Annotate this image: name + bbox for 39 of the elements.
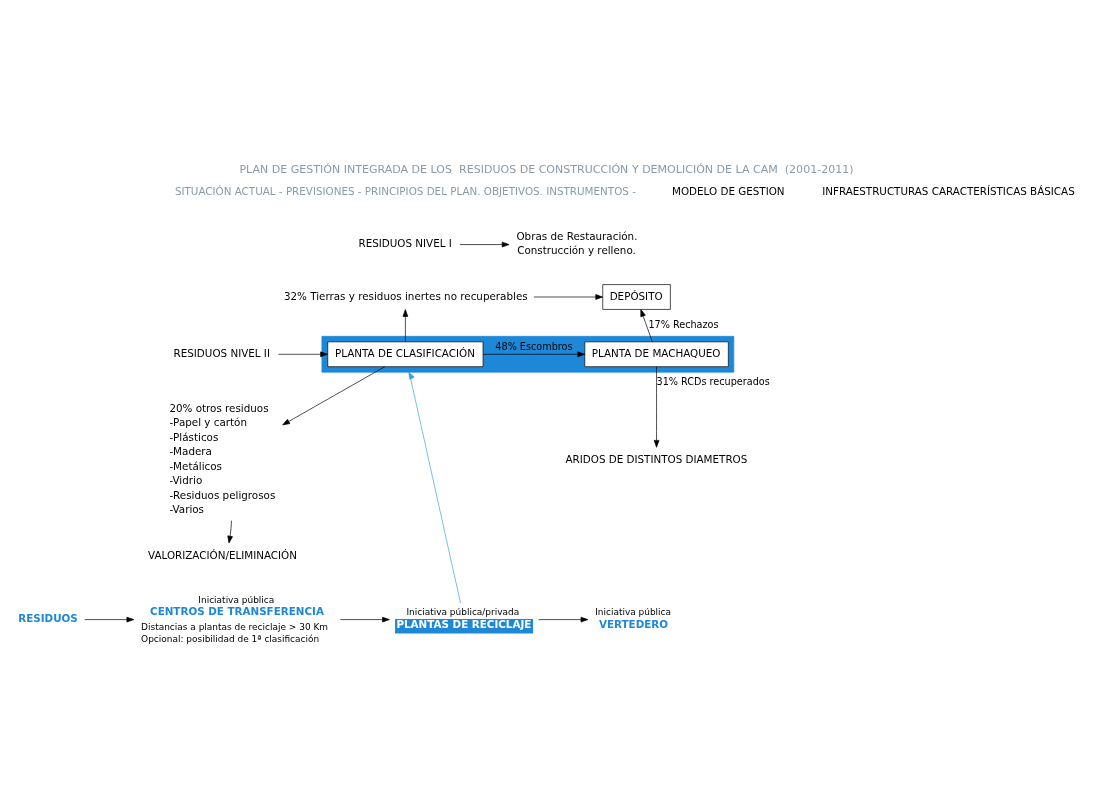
arrow bbox=[640, 309, 653, 343]
arrow bbox=[538, 616, 589, 623]
edge-label: 48% Escombros bbox=[495, 340, 573, 352]
node-text: ARIDOS DE DISTINTOS DIAMETROS bbox=[565, 452, 748, 465]
node-text: 20% otros residuos -Papel y cartón -Plásticos -Madera -Metálicos -Vidrio -Residuos peligrosos -Varios bbox=[169, 401, 276, 515]
label: MODELO DE GESTION bbox=[672, 184, 785, 197]
arrow bbox=[340, 616, 390, 623]
edge-label: 17% Rechazos bbox=[648, 319, 719, 331]
arrow bbox=[278, 351, 328, 358]
arrow bbox=[533, 294, 603, 300]
label: SITUACIÓN ACTUAL - PREVISIONES - PRINCIPIOS DEL PLAN. OBJETIVOS. INSTRUMENTOS - bbox=[174, 184, 636, 197]
node-text: RESIDUOS NIVEL II bbox=[173, 347, 270, 360]
label: INFRAESTRUCTURAS CARACTERÍSTICAS BÁSICAS bbox=[822, 184, 1075, 197]
node-text: CENTROS DE TRANSFERENCIA bbox=[150, 605, 324, 618]
node-text: RESIDUOS NIVEL I bbox=[358, 237, 452, 250]
node-text: RESIDUOS bbox=[18, 611, 78, 624]
arrow bbox=[482, 351, 586, 358]
arrow bbox=[84, 616, 135, 623]
node-text: VALORIZACIÓN/ELIMINACIÓN bbox=[148, 548, 297, 561]
diagram-title: PLAN DE GESTIÓN INTEGRADA DE LOS RESIDUOS DE CONSTRUCCIÓN Y DEMOLICIÓN DE LA CAM (2001-2011) bbox=[239, 163, 854, 177]
node-text: VERTEDERO bbox=[598, 617, 669, 630]
node-label: Iniciativa pública bbox=[595, 607, 672, 618]
node-box: PLANTAS DE RECICLAJE bbox=[395, 618, 534, 634]
node-text: 32% Tierras y residuos inertes no recuperables bbox=[283, 289, 528, 302]
node-box: DEPÓSITO bbox=[602, 284, 671, 310]
arrow bbox=[227, 520, 233, 544]
node-label: Iniciativa pública/privada bbox=[406, 607, 520, 618]
node-box: PLANTA DE MACHAQUEO bbox=[584, 341, 729, 368]
arrow bbox=[459, 241, 510, 248]
node-label: Iniciativa pública bbox=[198, 594, 275, 605]
arrow bbox=[402, 309, 409, 343]
arrow bbox=[408, 371, 461, 604]
arrow bbox=[653, 366, 660, 448]
edge-label: 31% RCDs recuperados bbox=[656, 376, 770, 388]
node-label: Distancias a plantas de reciclaje > 30 Km bbox=[141, 621, 329, 632]
node-text: Obras de Restauración. Construcción y relleno. bbox=[516, 229, 638, 257]
arrow bbox=[282, 366, 386, 426]
node-label: Opcional: posibilidad de 1ª clasificación bbox=[141, 633, 320, 644]
node-box: PLANTA DE CLASIFICACIÓN bbox=[327, 341, 484, 368]
